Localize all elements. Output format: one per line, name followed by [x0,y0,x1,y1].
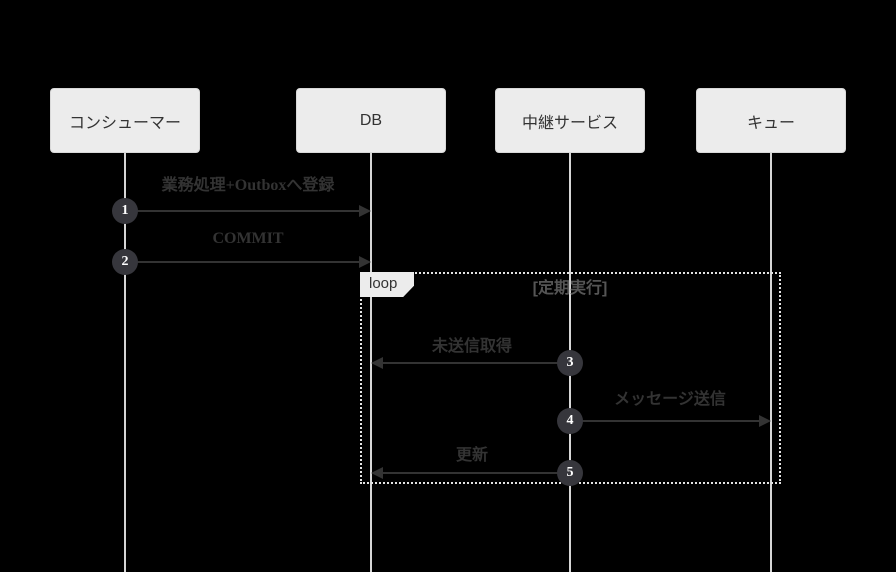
lifeline-consumer [124,153,126,572]
message-label-4: メッセージ送信 [614,391,726,408]
autonumber-badge-3: 3 [557,350,583,376]
arrowhead-left-icon [371,357,383,369]
message-label-2: COMMIT [212,230,284,247]
actor-box-db: DB [296,88,446,153]
message-label-3: 未送信取得 [431,338,513,355]
arrowhead-left-icon [371,467,383,479]
loop-condition-label: [定期実行] [532,280,608,297]
message-arrow-2 [125,256,371,268]
arrowhead-right-icon [759,415,771,427]
message-arrow-4 [570,415,771,427]
actor-box-queue: キュー [696,88,846,153]
autonumber-badge-5: 5 [557,460,583,486]
message-label-5: 更新 [455,447,489,464]
message-arrow-5 [371,467,570,479]
autonumber-badge-4: 4 [557,408,583,434]
autonumber-badge-2: 2 [112,249,138,275]
lifeline-queue [770,153,772,572]
arrowhead-right-icon [359,256,371,268]
message-arrow-1 [125,205,371,217]
message-arrow-3 [371,357,570,369]
arrowhead-right-icon [359,205,371,217]
loop-label: loop [360,272,414,297]
actor-box-relay-service: 中継サービス [495,88,645,153]
loop-frame [360,272,781,484]
actor-box-consumer: コンシューマー [50,88,200,153]
autonumber-badge-1: 1 [112,198,138,224]
message-label-1: 業務処理+Outboxへ登録 [161,177,335,194]
